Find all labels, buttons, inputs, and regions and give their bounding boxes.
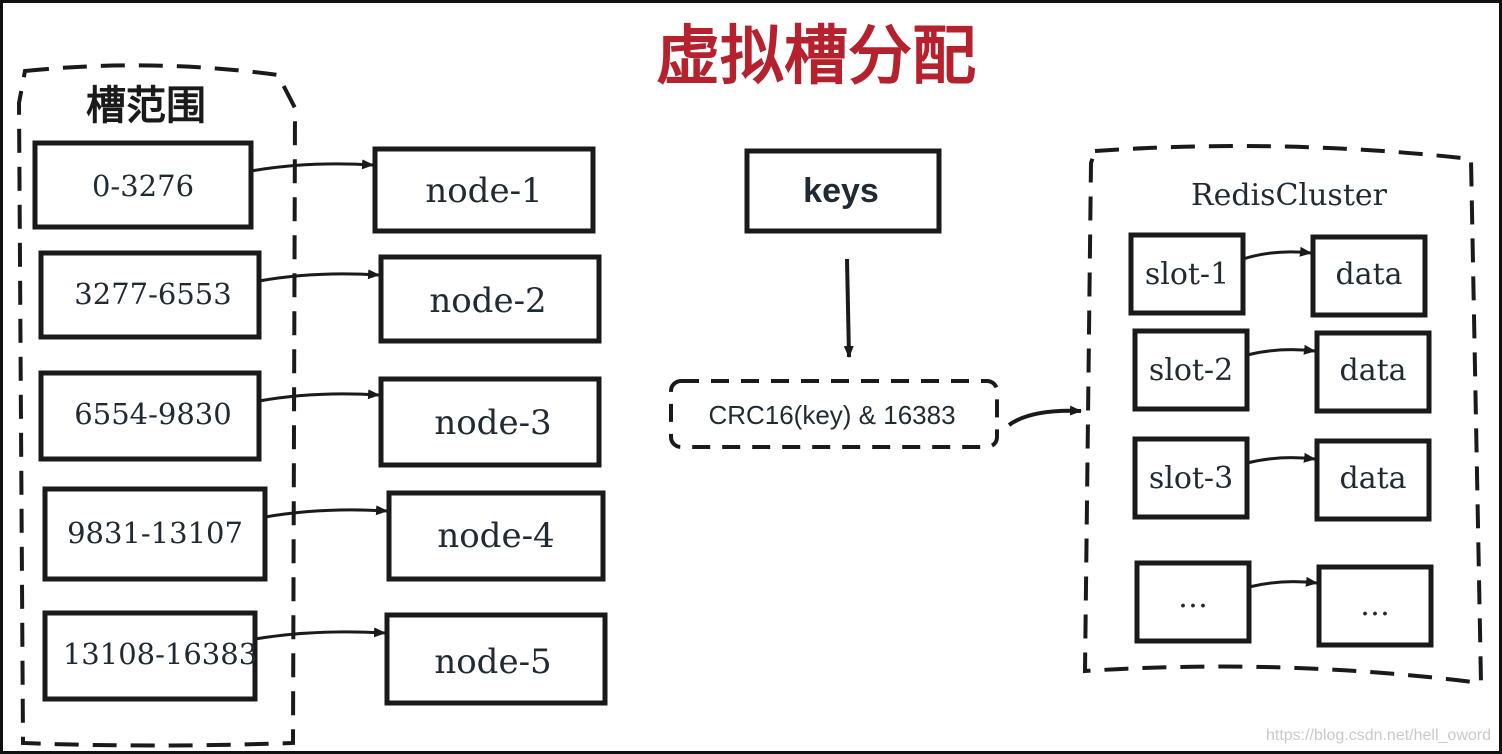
data-box-3: data bbox=[1314, 438, 1432, 522]
range-label-3: 6554-9830 bbox=[74, 397, 231, 431]
range-label-5: 13108-16383 bbox=[63, 637, 257, 671]
slot-data-arrow-2 bbox=[1246, 344, 1316, 357]
node-label-4: node-4 bbox=[437, 516, 554, 556]
slot-data-arrow-4 bbox=[1248, 576, 1318, 589]
slot-box-4: … bbox=[1134, 560, 1252, 644]
slot-box-3: slot-3 bbox=[1132, 436, 1250, 520]
slot-label-3: slot-3 bbox=[1149, 461, 1233, 496]
range-box-1: 0-3276 bbox=[32, 140, 254, 230]
slot-label-2: slot-2 bbox=[1149, 353, 1233, 388]
redis-cluster-label: RedisCluster bbox=[1191, 178, 1388, 213]
range-box-5: 13108-16383 bbox=[42, 610, 258, 702]
slot-box-2: slot-2 bbox=[1132, 328, 1250, 412]
data-box-2: data bbox=[1314, 330, 1432, 414]
node-box-4: node-4 bbox=[386, 490, 606, 582]
slot-label-1: slot-1 bbox=[1145, 257, 1229, 292]
range-node-arrow-1 bbox=[250, 159, 374, 173]
data-label-4: … bbox=[1360, 588, 1390, 623]
data-box-4: … bbox=[1316, 564, 1434, 648]
slot-range-group bbox=[16, 63, 298, 748]
diagram-svg: 虚拟槽分配 槽范围 0-3276 3277-6553 6554-9830 983… bbox=[16, 20, 1484, 748]
diagram-title: 虚拟槽分配 bbox=[656, 20, 976, 92]
range-box-2: 3277-6553 bbox=[38, 250, 262, 340]
slot-data-arrow-3 bbox=[1246, 452, 1316, 465]
watermark-text: https://blog.csdn.net/hell_oword bbox=[1265, 727, 1491, 744]
keys-down-arrow bbox=[843, 258, 854, 358]
slot-data-arrow-1 bbox=[1242, 246, 1312, 261]
node-box-5: node-5 bbox=[384, 612, 608, 706]
node-label-1: node-1 bbox=[425, 171, 542, 211]
range-node-arrow-3 bbox=[258, 389, 380, 403]
data-label-1: data bbox=[1335, 257, 1402, 292]
hash-formula-label: CRC16(key) & 16383 bbox=[708, 400, 955, 430]
node-label-5: node-5 bbox=[434, 642, 551, 682]
node-box-1: node-1 bbox=[372, 146, 596, 234]
slot-box-1: slot-1 bbox=[1128, 232, 1246, 316]
range-box-4: 9831-13107 bbox=[42, 486, 268, 582]
range-label-4: 9831-13107 bbox=[67, 516, 243, 550]
range-label-2: 3277-6553 bbox=[74, 277, 231, 311]
range-node-arrow-5 bbox=[254, 627, 386, 641]
node-label-3: node-3 bbox=[434, 403, 551, 443]
node-label-2: node-2 bbox=[429, 281, 546, 321]
keys-label: keys bbox=[803, 172, 879, 210]
slot-label-4: … bbox=[1178, 580, 1208, 615]
data-box-1: data bbox=[1310, 234, 1428, 318]
node-box-3: node-3 bbox=[378, 376, 602, 468]
data-label-2: data bbox=[1339, 353, 1406, 388]
range-label-1: 0-3276 bbox=[92, 169, 194, 203]
data-label-3: data bbox=[1339, 461, 1406, 496]
range-node-arrow-2 bbox=[258, 269, 380, 283]
node-box-2: node-2 bbox=[378, 254, 602, 344]
redis-cluster-group bbox=[1082, 144, 1484, 686]
range-node-arrow-4 bbox=[264, 505, 388, 519]
hash-formula-box: CRC16(key) & 16383 bbox=[669, 379, 999, 449]
keys-box: keys bbox=[744, 148, 942, 234]
range-box-3: 6554-9830 bbox=[38, 370, 262, 462]
hash-to-cluster-arrow bbox=[1007, 405, 1082, 427]
slot-range-label: 槽范围 bbox=[86, 84, 206, 128]
